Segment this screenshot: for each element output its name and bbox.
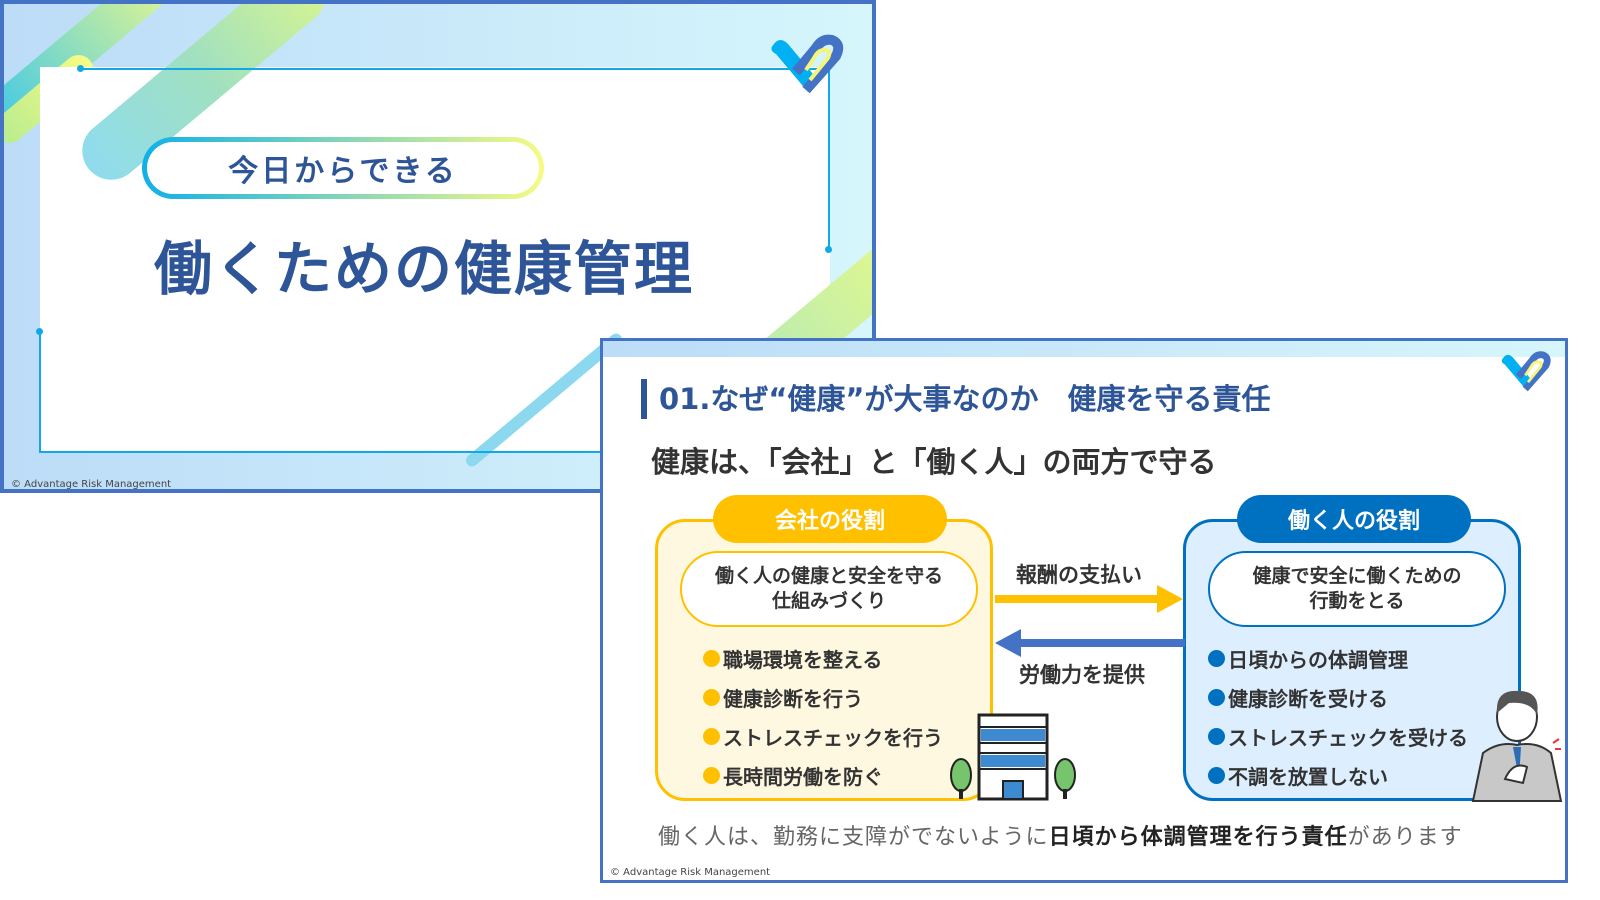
list-item: 健康診断を行う: [703, 678, 943, 717]
footer-statement: 働く人は、勤務に支障がでないように日頃から体調管理を行う責任があります: [658, 825, 1463, 850]
worker-role-header: 働く人の役割: [1237, 495, 1471, 543]
frame-line: [39, 331, 41, 453]
heart-logo-icon: [1501, 351, 1551, 392]
frame-dot: [77, 65, 84, 72]
arrow-right-icon: [995, 585, 1183, 613]
subtitle-text: 今日からできる: [147, 142, 539, 194]
list-item: 長時間労働を防ぐ: [703, 756, 943, 795]
list-item: ストレスチェックを行う: [703, 717, 943, 756]
frame-line: [828, 68, 830, 250]
list-item: 健康診断を受ける: [1208, 678, 1468, 717]
top-band: [603, 341, 1565, 357]
list-item: 不調を放置しない: [1208, 756, 1468, 795]
summary-line: 行動をとる: [1309, 590, 1405, 612]
company-role-header: 会社の役割: [713, 495, 947, 543]
frame-line: [80, 68, 830, 70]
frame-dot: [825, 246, 832, 253]
office-building-icon: [950, 713, 1076, 801]
company-items: 職場環境を整える 健康診断を行う ストレスチェックを行う 長時間労働を防ぐ: [703, 639, 943, 795]
slide-subheading: 健康は、「会社」と「働く人」の両方で守る: [651, 445, 1217, 479]
frame-dot: [36, 328, 43, 335]
heart-logo-icon: [771, 34, 844, 94]
list-item: 日頃からの体調管理: [1208, 639, 1468, 678]
frame-line: [39, 451, 639, 453]
arrow-label-labor: 労働力を提供: [1019, 663, 1145, 687]
title-slide-thumbnail[interactable]: 今日からできる 働くための健康管理 © Advantage Risk Manag…: [0, 0, 876, 493]
slide-heading: 01.なぜ“健康”が大事なのか 健康を守る責任: [641, 379, 1271, 419]
worker-items: 日頃からの体調管理 健康診断を受ける ストレスチェックを受ける 不調を放置しない: [1208, 639, 1468, 795]
subtitle-pill: 今日からできる: [142, 137, 544, 199]
copyright: © Advantage Risk Management: [11, 479, 172, 490]
list-item: ストレスチェックを受ける: [1208, 717, 1468, 756]
copyright: © Advantage Risk Management: [610, 867, 771, 878]
worker-summary: 健康で安全に働くための行動をとる: [1208, 551, 1506, 627]
summary-line: 仕組みづくり: [771, 590, 886, 612]
arrow-left-icon: [995, 629, 1185, 657]
summary-line: 働く人の健康と安全を守る: [714, 565, 943, 587]
company-summary: 働く人の健康と安全を守る仕組みづくり: [680, 551, 978, 627]
summary-line: 健康で安全に働くための: [1252, 565, 1462, 587]
list-item: 職場環境を整える: [703, 639, 943, 678]
content-slide-thumbnail[interactable]: 01.なぜ“健康”が大事なのか 健康を守る責任 健康は、「会社」と「働く人」の両…: [600, 338, 1568, 883]
arrow-label-payment: 報酬の支払い: [1016, 563, 1142, 587]
businessman-illustration-icon: [1471, 690, 1563, 802]
slide-title: 働くための健康管理: [154, 235, 695, 303]
